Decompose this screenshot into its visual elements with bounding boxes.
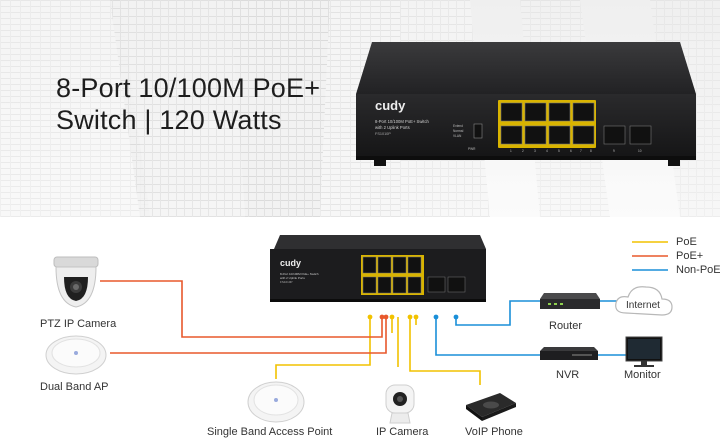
- device-label-single-band-ap: Single Band Access Point: [207, 426, 333, 438]
- ip-camera-icon: [385, 384, 415, 424]
- nvr-icon: [540, 347, 598, 360]
- mode-label-extend: Extend: [453, 124, 463, 128]
- small-switch-model: FS1010P: [280, 280, 293, 284]
- device-label-voip-phone: VoIP Phone: [465, 426, 523, 438]
- device-label-dual-band-ap: Dual Band AP: [40, 381, 109, 393]
- small-switch-description-line2: with 2 Uplink Ports: [280, 276, 305, 280]
- port-label-7: 7: [580, 149, 582, 153]
- switch-model: FS1010P: [375, 132, 391, 136]
- hero-title-line2: Switch | 120 Watts: [56, 105, 282, 135]
- port-label-1: 1: [510, 149, 512, 153]
- connection-lines: cudy 8-Port 10/100M PoE+ Switch with 2 U…: [45, 235, 673, 424]
- legend-label-poeplus: PoE+: [676, 250, 704, 262]
- hero-title-line1: 8-Port 10/100M PoE+: [56, 73, 321, 103]
- switch-description-line1: 8-Port 10/100M PoE+ Switch: [375, 119, 430, 124]
- mode-label-normal: Normal: [453, 129, 464, 133]
- switch-product-image: cudy 8-Port 10/100M PoE+ Switch with 2 U…: [356, 42, 696, 166]
- hero-title: 8-Port 10/100M PoE+ Switch | 120 Watts: [56, 72, 320, 136]
- monitor-icon: [625, 336, 663, 367]
- device-label-ip-camera: IP Camera: [376, 426, 429, 438]
- port-label-2: 2: [522, 149, 524, 153]
- switch-brand-logo: cudy: [375, 98, 406, 113]
- small-switch-brand: cudy: [280, 258, 301, 268]
- mode-label-vlan: VLAN: [453, 134, 462, 138]
- switch-description-line2: with 2 Uplink Ports: [375, 125, 410, 130]
- port-label-9: 9: [613, 149, 615, 153]
- device-label-ptz-camera: PTZ IP Camera: [40, 318, 117, 330]
- router-icon: [540, 293, 600, 309]
- internet-cloud-icon: [615, 286, 673, 316]
- ptz-camera-icon: [53, 256, 99, 308]
- device-label-internet: Internet: [626, 300, 660, 311]
- port-label-8: 8: [590, 149, 592, 153]
- topology-diagram: cudy 8-Port 10/100M PoE+ Switch with 2 U…: [0, 217, 720, 439]
- power-label: PWR: [468, 147, 476, 151]
- voip-phone-icon: [466, 393, 516, 421]
- port-label-6: 6: [570, 149, 572, 153]
- port-label-4: 4: [546, 149, 548, 153]
- port-label-5: 5: [558, 149, 560, 153]
- device-label-router: Router: [549, 320, 583, 332]
- dual-band-ap-icon: [45, 335, 107, 375]
- device-label-monitor: Monitor: [624, 369, 661, 381]
- port-label-3: 3: [534, 149, 536, 153]
- legend-label-poe: PoE: [676, 236, 697, 248]
- port-label-10: 10: [638, 149, 642, 153]
- device-label-nvr: NVR: [556, 369, 580, 381]
- single-band-ap-icon: [247, 381, 305, 423]
- hero-banner: 8-Port 10/100M PoE+ Switch | 120 Watts: [0, 0, 720, 217]
- small-switch-image: cudy 8-Port 10/100M PoE+ Switch with 2 U…: [270, 235, 486, 302]
- small-switch-description-line1: 8-Port 10/100M PoE+ Switch: [280, 272, 319, 276]
- legend-label-nonpoe: Non-PoE: [676, 264, 720, 276]
